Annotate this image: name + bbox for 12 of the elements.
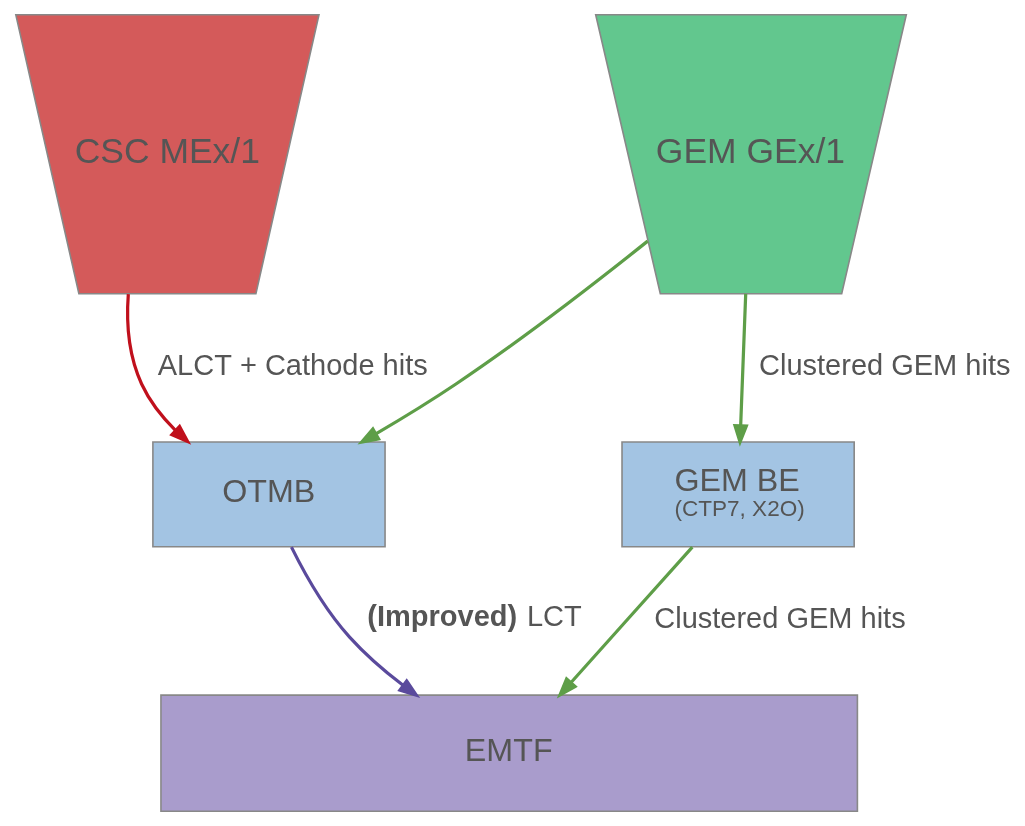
edge-label: Clustered GEM hits [758, 348, 1010, 381]
edge-label: ALCT + Cathode hits [157, 348, 428, 381]
node-box: OTMB [151, 441, 386, 548]
edge-label: (Improved) LCT [366, 600, 582, 633]
arrow [125, 294, 191, 445]
node-box: GEM BE (CTP7, X2O) [620, 441, 855, 548]
edge-label: Clustered GEM hits [653, 602, 906, 635]
arrow [732, 293, 749, 447]
arrow [556, 546, 693, 699]
arrow [289, 546, 420, 698]
arrow [357, 239, 649, 445]
node-box: EMTF [159, 694, 858, 812]
